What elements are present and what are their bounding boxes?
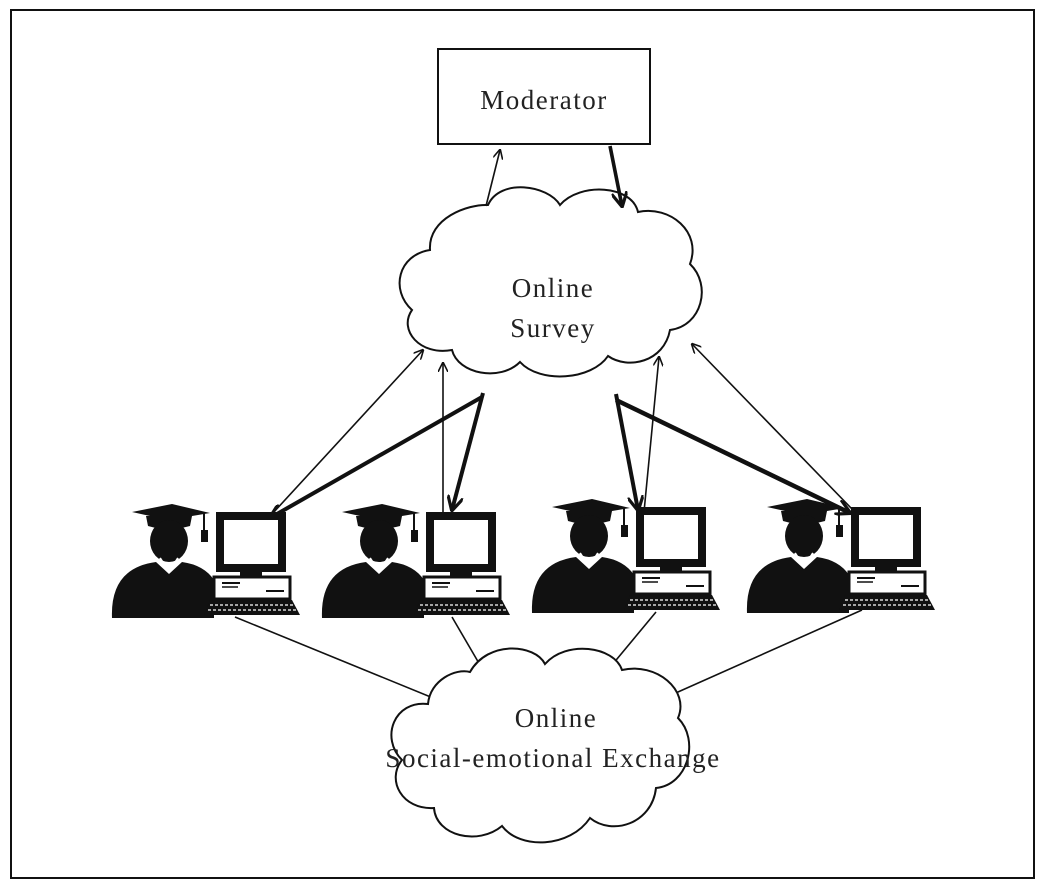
exchange-label-line1: Online <box>515 703 598 733</box>
survey-cloud: Online Survey <box>398 186 703 378</box>
moderator-box: Moderator <box>437 48 651 145</box>
participant1-exchange-link <box>234 616 439 701</box>
moderator-label: Moderator <box>480 85 607 115</box>
participant4-exchange-link <box>659 609 863 701</box>
survey-to-participant1-arrow <box>270 395 483 518</box>
survey-to-participant3-arrow <box>614 393 638 510</box>
exchange-cloud: Online Social-emotional Exchange <box>385 647 720 844</box>
exchange-label-line2: Social-emotional Exchange <box>385 743 720 773</box>
participant-workstation-4 <box>745 497 937 615</box>
participant3-to-survey-arrow <box>643 357 659 513</box>
survey-to-participant2-arrow <box>452 392 485 510</box>
participant3-exchange-link <box>611 611 657 666</box>
survey-to-participant4-arrow <box>615 397 850 513</box>
participant4-to-survey-arrow <box>692 344 853 510</box>
participant1-to-survey-arrow <box>272 350 423 514</box>
survey-label-line2: Survey <box>510 313 596 343</box>
figure-frame <box>10 9 1035 879</box>
participant-workstation-1 <box>110 502 302 620</box>
participant-workstation-3 <box>530 497 722 615</box>
survey-to-moderator-arrow <box>485 150 500 207</box>
survey-label-line1: Online <box>512 273 595 303</box>
participant2-exchange-link <box>451 616 481 666</box>
participant-workstation-2 <box>320 502 512 620</box>
moderator-to-survey-arrow <box>608 145 622 206</box>
